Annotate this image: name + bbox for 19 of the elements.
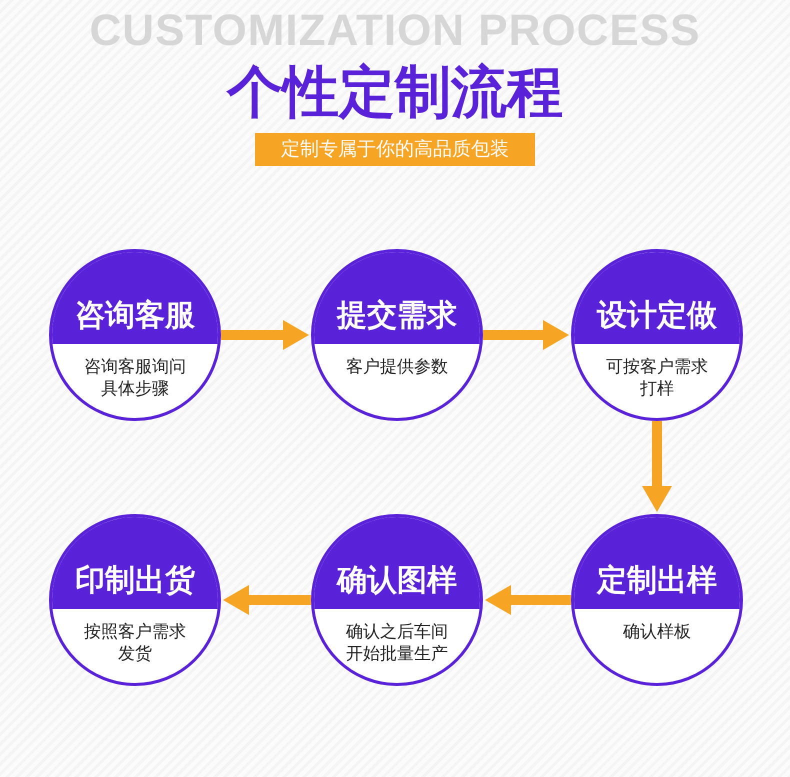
- arrow: [642, 421, 672, 512]
- step-heading: 定制出样: [597, 563, 717, 599]
- step-description: 按照客户需求发货: [83, 621, 187, 665]
- step-heading: 咨询客服: [75, 298, 195, 334]
- arrow: [483, 320, 569, 350]
- step-heading: 设计定做: [597, 298, 717, 334]
- step-description: 可按客户需求打样: [605, 356, 709, 400]
- subtitle-banner: 定制专属于你的高品质包装: [255, 133, 535, 166]
- arrow: [485, 585, 571, 615]
- step-heading: 确认图样: [337, 563, 457, 599]
- step-description: 客户提供参数: [346, 356, 448, 378]
- title: 个性定制流程: [225, 59, 564, 127]
- arrow: [223, 585, 311, 615]
- step-description: 确认样板: [623, 621, 691, 643]
- step-description: 确认之后车间开始批量生产: [345, 621, 449, 665]
- arrow: [221, 320, 309, 350]
- step-heading: 提交需求: [337, 298, 457, 334]
- step-heading: 印制出货: [75, 563, 195, 599]
- step-description: 咨询客服询问具体步骤: [83, 356, 187, 400]
